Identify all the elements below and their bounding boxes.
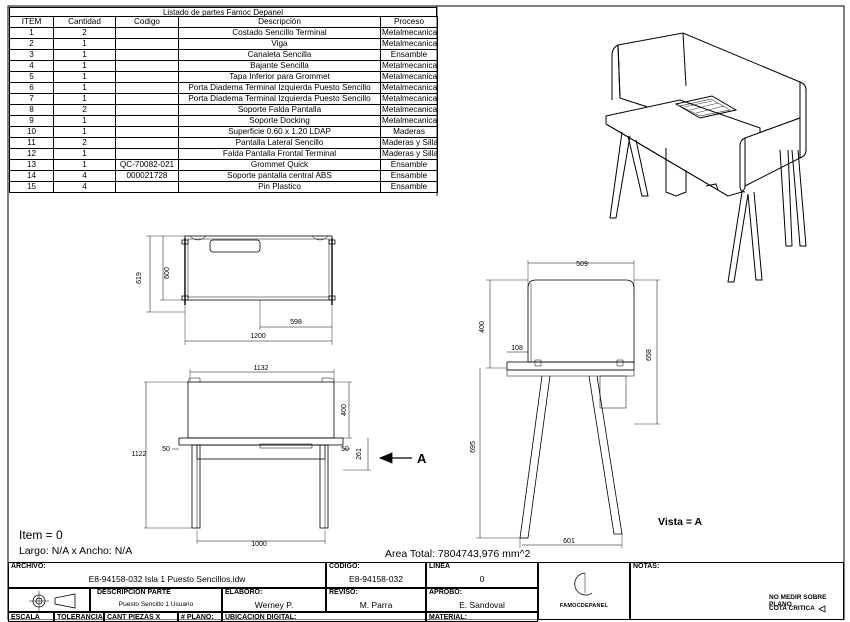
dim-front-total: 1122 — [131, 451, 146, 458]
dim-front-side-left: 50 — [162, 446, 170, 453]
projection-cell — [8, 588, 90, 612]
codigo-label: CODIGO: — [329, 563, 360, 570]
notas-label: NOTAS: — [633, 563, 660, 570]
item-label: Item = 0 — [19, 528, 63, 542]
ubicacion-label: UBICACION DIGITAL: — [225, 614, 297, 621]
cant-piezas-label: CANT PIEZAS X UND — [107, 614, 161, 621]
descripcion-cell: DESCRIPCION PARTE Puesto Sencillo 1 Usua… — [90, 588, 222, 612]
aprobo-label: APROBO: — [429, 589, 463, 596]
parts-list-title: Listado de partes Famoc Depanel — [9, 7, 437, 17]
company-logo — [574, 572, 593, 596]
side-view — [476, 260, 660, 548]
tolerancia-cell: TOLERANCIA — [54, 612, 104, 622]
dim-side-top: 509 — [576, 261, 588, 268]
dim-front-skirt: 261 — [356, 448, 363, 460]
linea-value: 0 — [479, 574, 485, 584]
sheet-border — [7, 5, 845, 620]
linea-cell: LINEA 0 — [426, 562, 538, 588]
dim-front-overall: 1132 — [253, 365, 268, 372]
plano-label: # PLANO: — [181, 614, 214, 621]
descripcion-label: DESCRIPCION PARTE — [97, 589, 171, 596]
dim-front-side-right: 50 — [341, 446, 349, 453]
view-arrow — [378, 452, 412, 464]
dim-side-base: 601 — [563, 538, 575, 545]
dim-top-depth-inner: 600 — [164, 267, 171, 279]
elaboro-cell: ELABORO: Werney P. — [222, 588, 326, 612]
title-block: ARCHIVO: E8-94158-032 Isla 1 Puesto Senc… — [8, 562, 844, 622]
material-cell: MATERIAL: — [426, 612, 538, 622]
escala-label: ESCALA — [11, 614, 40, 621]
dim-side-leg: 695 — [470, 441, 477, 453]
dim-front-base: 1000 — [251, 541, 267, 548]
elaboro-value: Werney P. — [254, 600, 294, 610]
reviso-label: REVISO: — [329, 589, 358, 596]
linea-label: LINEA — [429, 563, 450, 570]
logo-text: FAMOCDEPANEL — [559, 603, 609, 609]
cota-critica-icon — [818, 605, 826, 613]
no-medir-note: NO MEDIR SOBRE PLANO — [769, 594, 827, 608]
dim-front-screen: 400 — [341, 404, 348, 416]
dim-side-screen: 400 — [479, 321, 486, 333]
ubicacion-cell: UBICACION DIGITAL: — [222, 612, 426, 622]
dim-side-offset: 108 — [511, 345, 523, 352]
escala-cell: ESCALA — [8, 612, 54, 622]
logo-cell: FAMOCDEPANEL — [538, 562, 630, 620]
view-arrow-label: A — [417, 451, 427, 466]
plano-cell: # PLANO: — [178, 612, 222, 622]
view-label: Vista = A — [658, 516, 702, 528]
dim-top-width: 1200 — [250, 333, 266, 340]
size-label: Largo: N/A x Ancho: N/A — [19, 545, 132, 557]
cant-piezas-cell: CANT PIEZAS X UND — [104, 612, 178, 622]
archivo-cell: ARCHIVO: E8-94158-032 Isla 1 Puesto Senc… — [8, 562, 326, 588]
area-label: Area Total: 7804743,976 mm^2 — [385, 548, 531, 560]
material-label: MATERIAL: — [429, 614, 467, 621]
archivo-label: ARCHIVO: — [11, 563, 46, 570]
codigo-value: E8-94158-032 — [349, 574, 403, 584]
elaboro-label: ELABORO: — [225, 589, 263, 596]
tolerancia-label: TOLERANCIA — [57, 614, 103, 621]
aprobo-value: E. Sandoval — [459, 600, 505, 610]
top-view — [146, 235, 336, 345]
cota-critica-note: COTA CRITICA — [769, 605, 815, 612]
reviso-cell: REVISO: M. Parra — [326, 588, 426, 612]
aprobo-cell: APROBO: E. Sandoval — [426, 588, 538, 612]
dim-side-total: 658 — [646, 349, 653, 361]
notas-cell: NOTAS: NO MEDIR SOBRE PLANO COTA CRITICA — [630, 562, 844, 620]
codigo-cell: CODIGO: E8-94158-032 — [326, 562, 426, 588]
archivo-value: E8-94158-032 Isla 1 Puesto Sencillos.idw — [88, 574, 246, 584]
descripcion-value: Puesto Sencillo 1 Usuario — [118, 601, 194, 608]
reviso-value: M. Parra — [359, 600, 393, 610]
projection-symbol-icon — [29, 591, 76, 611]
front-view — [144, 369, 371, 544]
isometric-view — [605, 32, 807, 283]
dim-top-depth-outer: 619 — [136, 272, 143, 284]
dim-top-partial: 598 — [290, 319, 302, 326]
